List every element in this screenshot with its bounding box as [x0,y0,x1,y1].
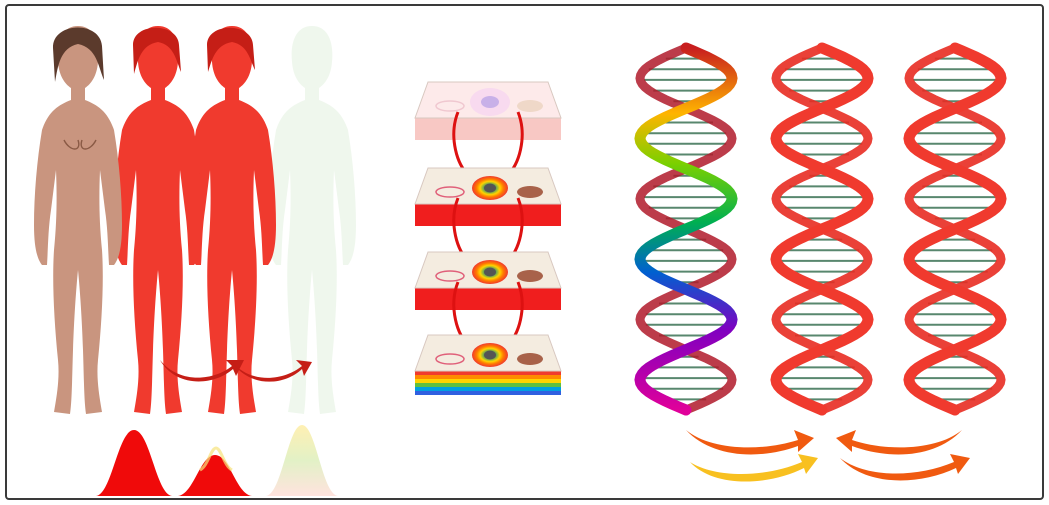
layer-side [415,288,561,310]
layer-band [415,379,561,383]
nucleolus [481,96,499,108]
nucleolus [484,184,496,193]
layer-side [415,204,561,226]
mitochondrion [517,353,543,365]
mitochondrion [517,270,543,282]
layer-band [415,371,561,375]
nucleolus [484,268,496,277]
mitochondrion [517,100,543,112]
nucleolus [484,351,496,360]
mitochondrion [517,186,543,198]
layer-band [415,387,561,391]
layer-side [415,118,561,140]
layer-band [415,375,561,379]
cell-layer [415,335,561,395]
layer-band [415,391,561,395]
layer-band [415,383,561,387]
